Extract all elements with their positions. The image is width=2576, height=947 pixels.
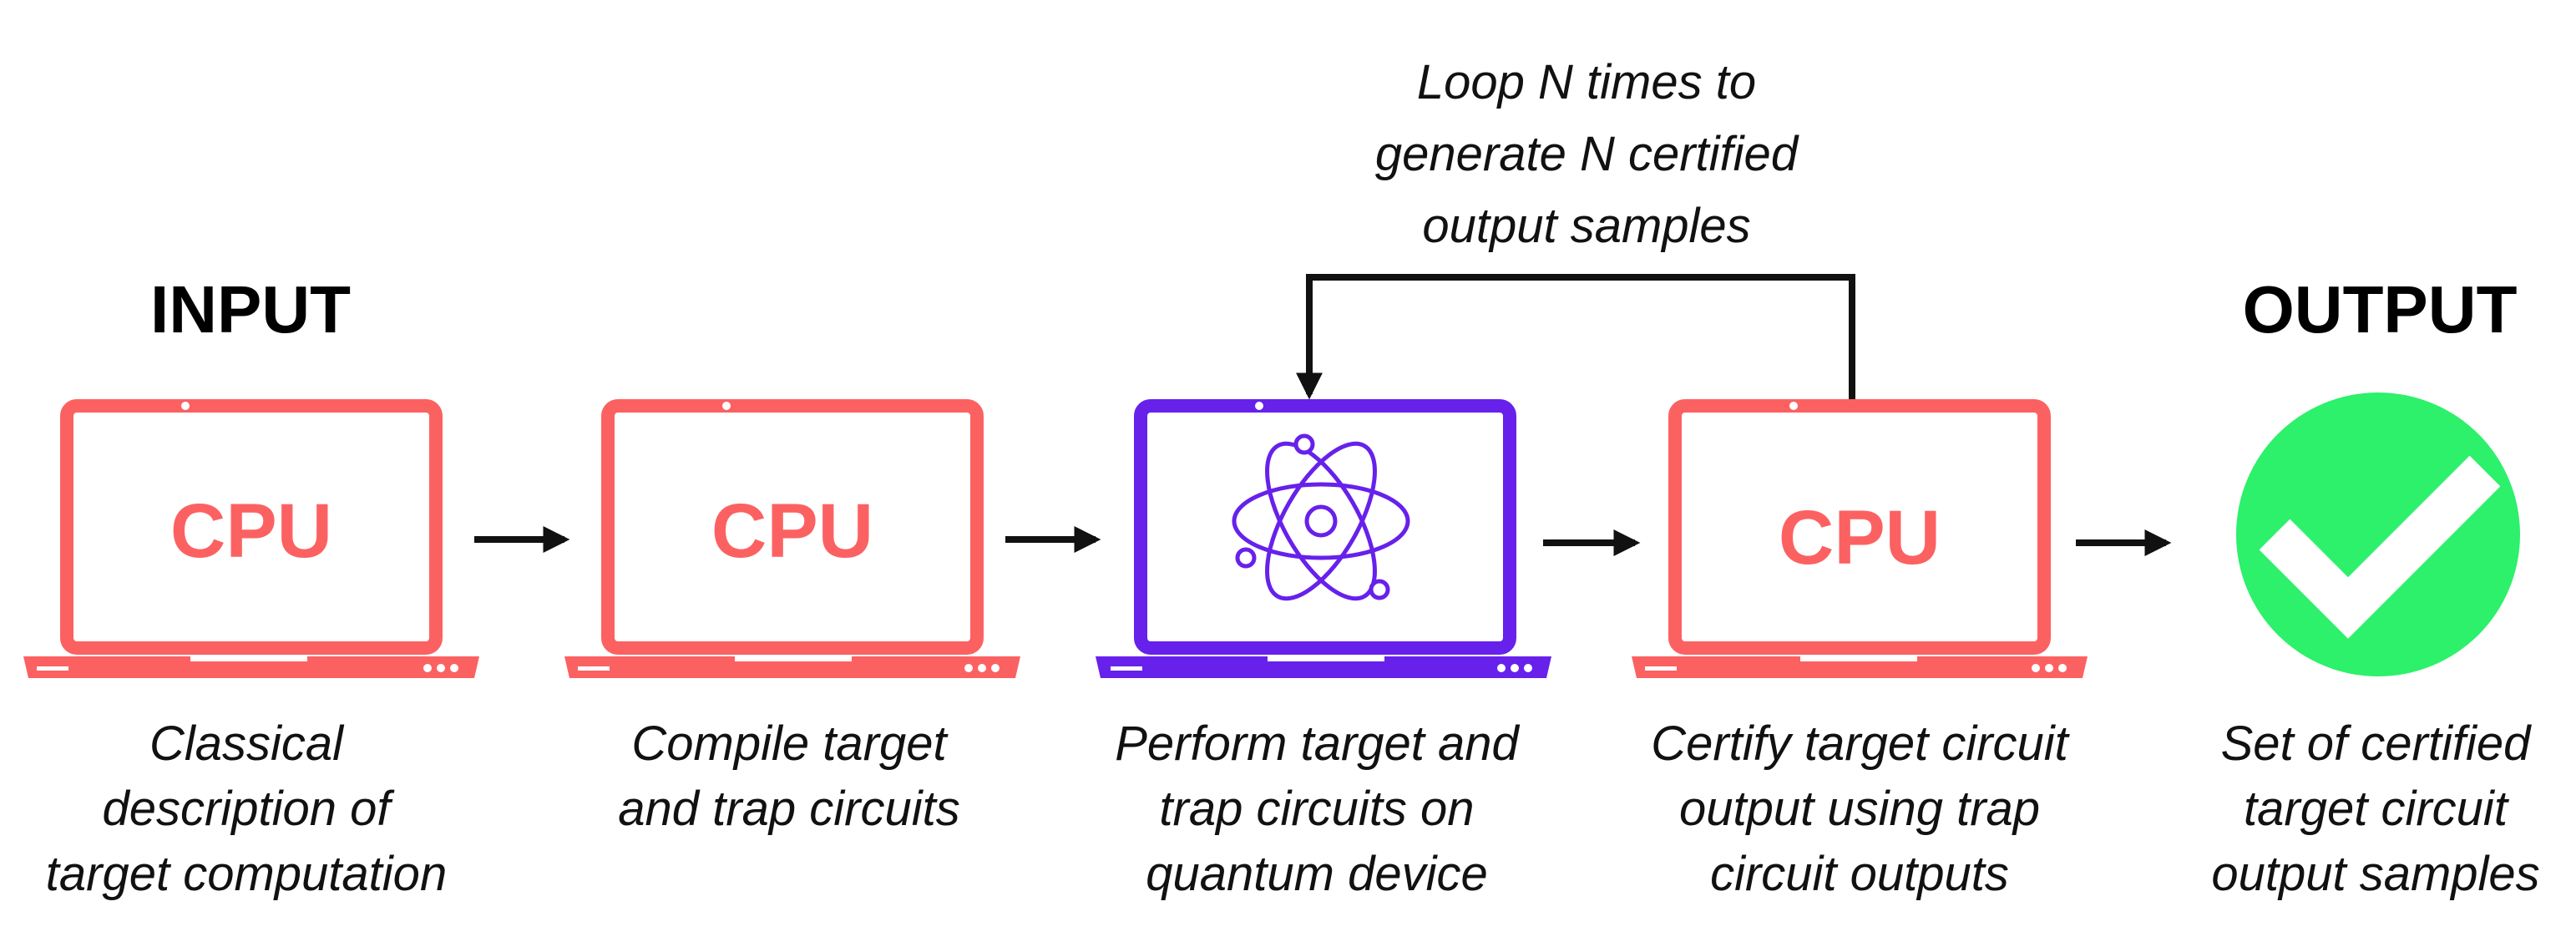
caption-line: output using trap (1678, 782, 2041, 836)
caption-line: Set of certified (2220, 717, 2531, 771)
caption-line: trap circuits on (1159, 782, 1475, 836)
caption-line: quantum device (1146, 847, 1488, 901)
laptop-3 (1096, 399, 1551, 678)
loop-label-line: output samples (1422, 199, 1751, 253)
caption-line: Compile target (631, 717, 947, 771)
laptop-4 (1632, 399, 2088, 678)
cpu-label-2: CPU (711, 489, 874, 574)
cpu-label-1: CPU (170, 489, 333, 574)
caption-step-2: Compile target and trap circuits (543, 712, 1035, 842)
caption-step-1: Classical description of target computat… (0, 712, 493, 907)
caption-line: description of (102, 782, 391, 836)
caption-line: Classical (149, 717, 344, 771)
output-heading: OUTPUT (2242, 272, 2518, 347)
caption-step-4: Certify target circuit output using trap… (1605, 712, 2114, 907)
laptop-2 (564, 399, 1020, 678)
caption-result: Set of certified target circuit output s… (2171, 712, 2576, 907)
loop-arrow (1296, 274, 1855, 400)
laptop-1 (23, 399, 479, 678)
caption-line: and trap circuits (618, 782, 960, 836)
cpu-label-4: CPU (1778, 495, 1941, 580)
loop-label-line: generate N certified (1374, 127, 1799, 181)
caption-step-3: Perform target and trap circuits on quan… (1070, 712, 1563, 907)
caption-line: target computation (45, 847, 448, 901)
caption-line: Perform target and (1115, 717, 1519, 771)
atom-icon (1232, 433, 1410, 601)
caption-line: circuit outputs (1710, 847, 2009, 901)
loop-label: Loop N times to generate N certified out… (1253, 47, 1921, 262)
loop-label-line: Loop N times to (1416, 55, 1757, 109)
input-heading: INPUT (150, 272, 351, 347)
caption-line: target circuit (2244, 782, 2508, 836)
caption-line: output samples (2211, 847, 2540, 901)
caption-line: Certify target circuit (1651, 717, 2068, 771)
check-circle-icon (2236, 392, 2520, 676)
